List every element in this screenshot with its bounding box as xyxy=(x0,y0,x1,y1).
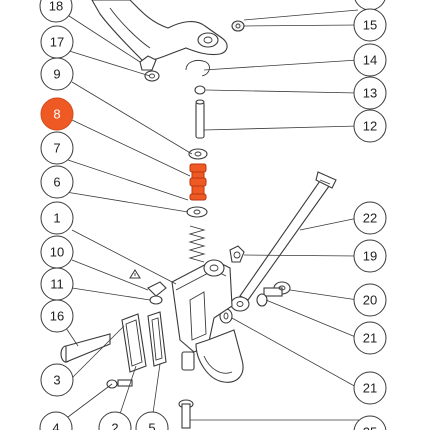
part-14-circlip xyxy=(185,59,210,77)
callout-label-18: 18 xyxy=(49,0,63,14)
part-12-push-rod xyxy=(195,99,205,139)
callout-21-upper: 21 xyxy=(353,321,387,355)
callout-label-14: 14 xyxy=(363,53,377,68)
part-4-cap-screw xyxy=(106,379,133,389)
part-2-diaphragm xyxy=(147,311,167,367)
callout-21-lower: 21 xyxy=(353,371,387,405)
part-5-mounting-bolt xyxy=(178,399,194,429)
callout-3: 3 xyxy=(40,363,74,397)
part-10-bleed-screw xyxy=(147,281,167,297)
callout-6: 6 xyxy=(40,165,74,199)
callout-9: 9 xyxy=(40,57,74,91)
part-11-bleed-cap xyxy=(149,295,163,305)
callout-11: 11 xyxy=(40,267,74,301)
callout-18: 18 xyxy=(39,0,73,23)
callout-label-22: 22 xyxy=(363,211,377,226)
callout-label-20: 20 xyxy=(363,293,377,308)
callout-label-15: 15 xyxy=(363,18,377,33)
callout-4: 4 xyxy=(39,411,73,430)
callout-label-19: 19 xyxy=(363,249,377,264)
part-19-nut xyxy=(229,245,245,263)
callout-17: 17 xyxy=(40,25,74,59)
callout-15: 15 xyxy=(353,8,387,42)
callout-label-21-upper: 21 xyxy=(363,331,377,346)
leader-lines xyxy=(63,9,360,421)
part-13-washer xyxy=(194,85,206,95)
callout-12: 12 xyxy=(353,109,387,143)
callout-2: 2 xyxy=(98,411,132,430)
part-lever-blade xyxy=(91,0,228,62)
part-return-spring xyxy=(188,225,206,263)
part-banjo-fitting xyxy=(230,296,250,312)
warning-triangle-icon xyxy=(129,269,141,279)
part-9-washer xyxy=(188,148,208,160)
part-20-banjo-bolt xyxy=(263,281,291,297)
callout-label-13: 13 xyxy=(363,86,377,101)
callout-label-7: 7 xyxy=(53,141,60,156)
part-22-brake-hose xyxy=(239,171,337,301)
callout-label-6: 6 xyxy=(53,175,60,190)
callout-8-highlighted: 8 xyxy=(40,97,74,131)
callout-label-21-lower: 21 xyxy=(363,381,377,396)
part-3-reservoir-cap xyxy=(121,313,147,373)
callout-label-1: 1 xyxy=(53,211,60,226)
callout-19: 19 xyxy=(353,239,387,273)
callout-13: 13 xyxy=(353,76,387,110)
callout-label-4: 4 xyxy=(52,421,59,430)
callout-label-16: 16 xyxy=(50,309,64,324)
callout-label-8: 8 xyxy=(53,107,60,122)
callout-label-2: 2 xyxy=(111,421,118,430)
callout-label-17: 17 xyxy=(50,35,64,50)
part-1-master-cylinder-body xyxy=(171,259,244,383)
callout-7: 7 xyxy=(40,131,74,165)
part-6-washer xyxy=(186,206,208,218)
callout-22: 22 xyxy=(353,201,387,235)
part-17-18-adjust-screw xyxy=(139,55,160,82)
callout-5: 5 xyxy=(135,411,169,430)
callout-label-12: 12 xyxy=(363,119,377,134)
part-16-pivot-bolt xyxy=(60,333,111,363)
part-8-piston-highlighted xyxy=(189,163,207,201)
callout-label-5: 5 xyxy=(148,421,155,430)
callout-10: 10 xyxy=(40,235,74,269)
callout-1: 1 xyxy=(40,201,74,235)
callout-label-3: 3 xyxy=(53,373,60,388)
callout-label-11: 11 xyxy=(50,277,64,292)
callout-14: 14 xyxy=(353,43,387,77)
callout-label-25: 25 xyxy=(363,425,377,430)
callout-label-9: 9 xyxy=(53,67,60,82)
callout-label-10: 10 xyxy=(50,245,64,260)
callout-20: 20 xyxy=(353,283,387,317)
callout-16: 16 xyxy=(40,299,74,333)
part-15-washer xyxy=(231,20,245,32)
callout-25: 25 xyxy=(353,415,387,430)
part-21-washer-a xyxy=(256,293,268,307)
